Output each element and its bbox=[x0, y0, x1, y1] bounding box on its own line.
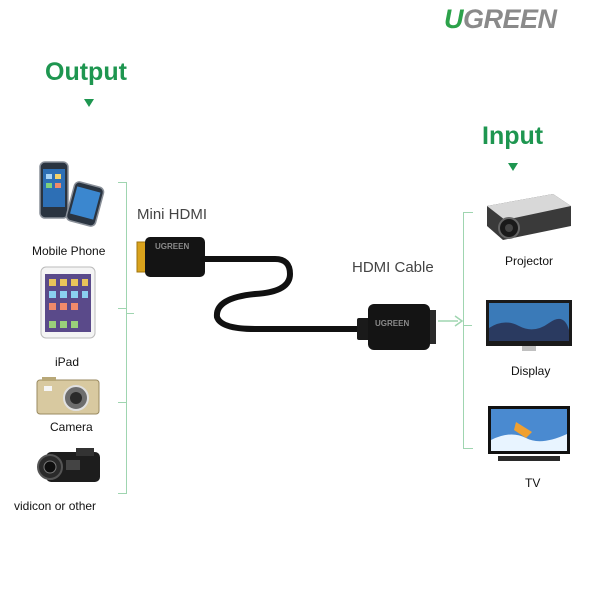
input-bracket-tick bbox=[463, 325, 472, 326]
mini-connector-brand: UGREEN bbox=[155, 242, 190, 251]
output-bracket-connector bbox=[126, 313, 134, 314]
camera-image bbox=[36, 377, 100, 415]
tv-label: TV bbox=[525, 476, 541, 490]
camcorder-image bbox=[37, 448, 100, 482]
ipad-label: iPad bbox=[55, 355, 80, 369]
input-arrow-icon bbox=[508, 163, 518, 171]
ugreen-logo: UGREEN bbox=[444, 4, 557, 35]
projector-label: Projector bbox=[505, 254, 554, 268]
mobile-phone-label: Mobile Phone bbox=[32, 244, 106, 258]
logo-letter-u: U bbox=[444, 4, 464, 34]
right-arrow-icon bbox=[438, 315, 464, 327]
display-label: Display bbox=[511, 364, 551, 378]
display-image bbox=[486, 300, 572, 351]
output-bracket bbox=[118, 182, 127, 494]
hdmi-cable-label: HDMI Cable bbox=[352, 259, 434, 276]
input-heading: Input bbox=[482, 122, 544, 150]
ipad-image bbox=[40, 266, 96, 339]
projector-image bbox=[487, 194, 571, 240]
mobile-phone-image bbox=[39, 161, 105, 227]
vidicon-label: vidicon or other bbox=[14, 499, 97, 513]
logo-letters: GREEN bbox=[463, 4, 557, 34]
output-heading: Output bbox=[45, 58, 127, 86]
hdmi-cable-image bbox=[136, 237, 436, 350]
output-bracket-tick bbox=[118, 308, 126, 309]
tv-image bbox=[488, 406, 570, 461]
input-bracket bbox=[463, 212, 473, 449]
mini-hdmi-label: Mini HDMI bbox=[137, 206, 207, 223]
output-arrow-icon bbox=[84, 99, 94, 107]
output-bracket-tick bbox=[118, 402, 126, 403]
camera-label: Camera bbox=[50, 420, 93, 434]
female-connector-brand: UGREEN bbox=[375, 319, 410, 328]
